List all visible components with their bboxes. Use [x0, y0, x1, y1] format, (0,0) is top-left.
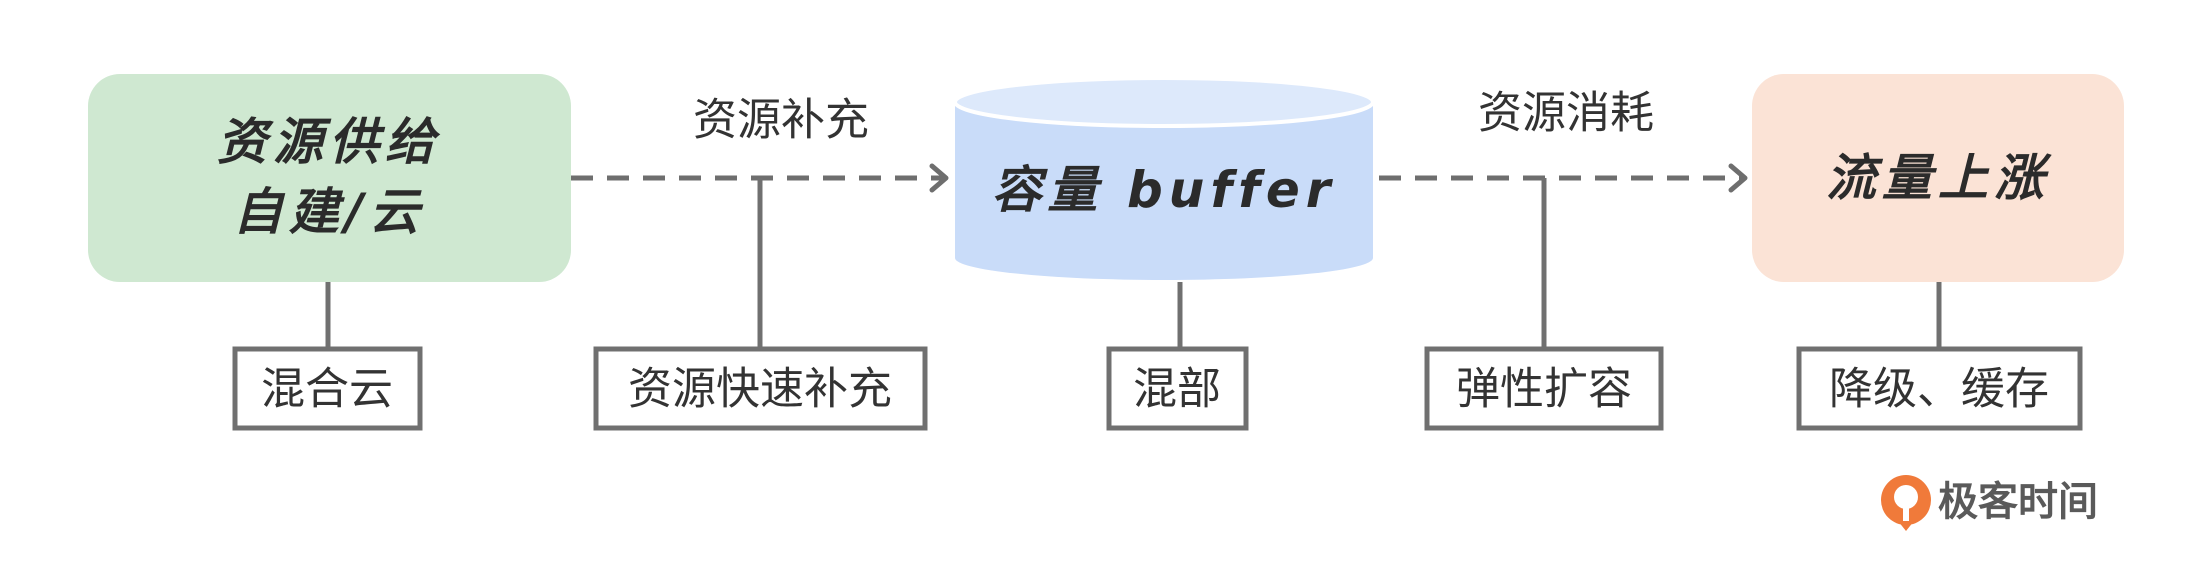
geektime-logo-text: 极客时间 [1938, 479, 2098, 525]
hybrid-cloud-label: 混合云 [261, 364, 393, 415]
elastic-scaling-label: 弹性扩容 [1456, 364, 1632, 415]
co-location-box [1106, 346, 1249, 431]
buffer-node-top [953, 76, 1375, 128]
buffer-node-label: 容量 buffer [992, 161, 1337, 219]
replenish-arrowhead [929, 163, 949, 193]
degrade-cache-box [1796, 346, 2083, 431]
supply-node [88, 74, 571, 282]
geektime-logo: 极客时间 [1881, 475, 2098, 531]
consume-label: 资源消耗 [1478, 88, 1654, 139]
co-location-label: 混部 [1133, 364, 1221, 415]
fast-replenish-label: 资源快速补充 [628, 364, 892, 415]
fast-replenish-box [593, 346, 928, 431]
buffer-node-body [955, 102, 1373, 280]
degrade-cache-label: 降级、缓存 [1829, 364, 2049, 415]
supply-node-line1: 资源供给 [217, 113, 441, 171]
hybrid-cloud-box [232, 346, 423, 431]
demand-node-label: 流量上涨 [1826, 149, 2052, 207]
replenish-label: 资源补充 [693, 95, 869, 146]
geektime-logo-icon [1881, 475, 1931, 531]
consume-arrowhead [1728, 163, 1748, 193]
demand-node [1752, 74, 2124, 282]
elastic-scaling-box [1424, 346, 1664, 431]
supply-node-line2: 自建/云 [233, 183, 425, 241]
